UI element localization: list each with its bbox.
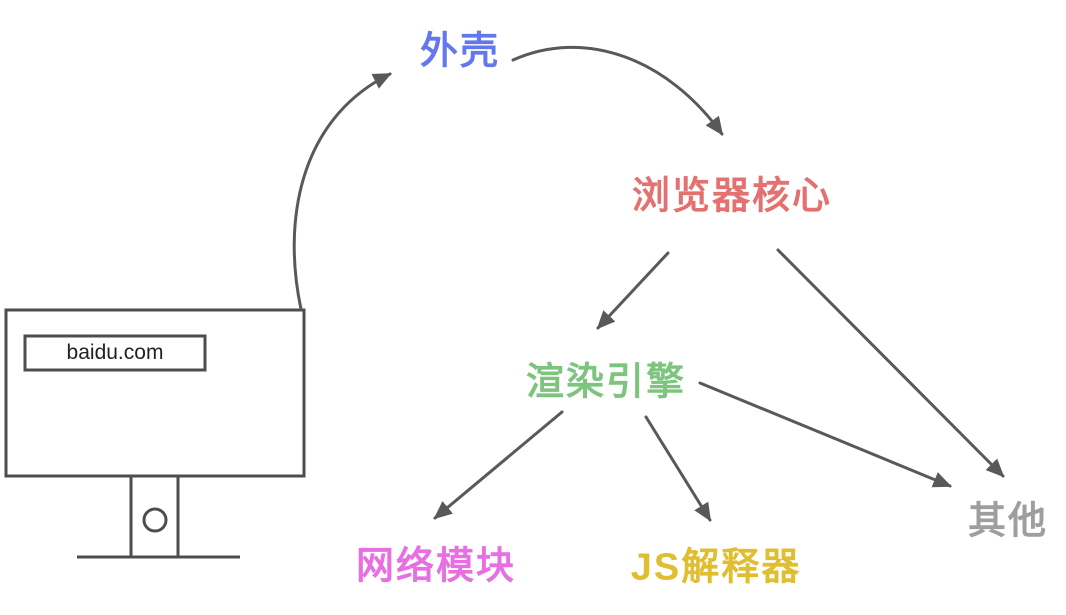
node-browser-core: 浏览器核心	[631, 175, 833, 218]
arrow-render-to-network-module	[433, 410, 564, 520]
node-js-interpreter: JS解释器	[630, 546, 802, 589]
node-render-engine: 渲染引擎	[525, 361, 687, 404]
arrow-shell-to-browser-core	[511, 45, 724, 136]
node-network-module: 网络模块	[355, 545, 517, 588]
monitor-url-label: baidu.com	[66, 341, 164, 364]
arrow-monitor-to-shell	[292, 72, 392, 311]
arrow-render-to-other	[698, 381, 952, 488]
monitor-stand-circle	[142, 507, 168, 533]
arrow-core-to-other	[776, 248, 1005, 478]
node-shell: 外壳	[419, 30, 501, 73]
monitor-illustration	[4, 308, 306, 559]
arrow-render-to-js-interpreter	[644, 415, 712, 522]
monitor-address-bar	[23, 334, 207, 372]
node-other: 其他	[967, 500, 1049, 543]
arrow-core-to-render-engine	[596, 251, 670, 330]
